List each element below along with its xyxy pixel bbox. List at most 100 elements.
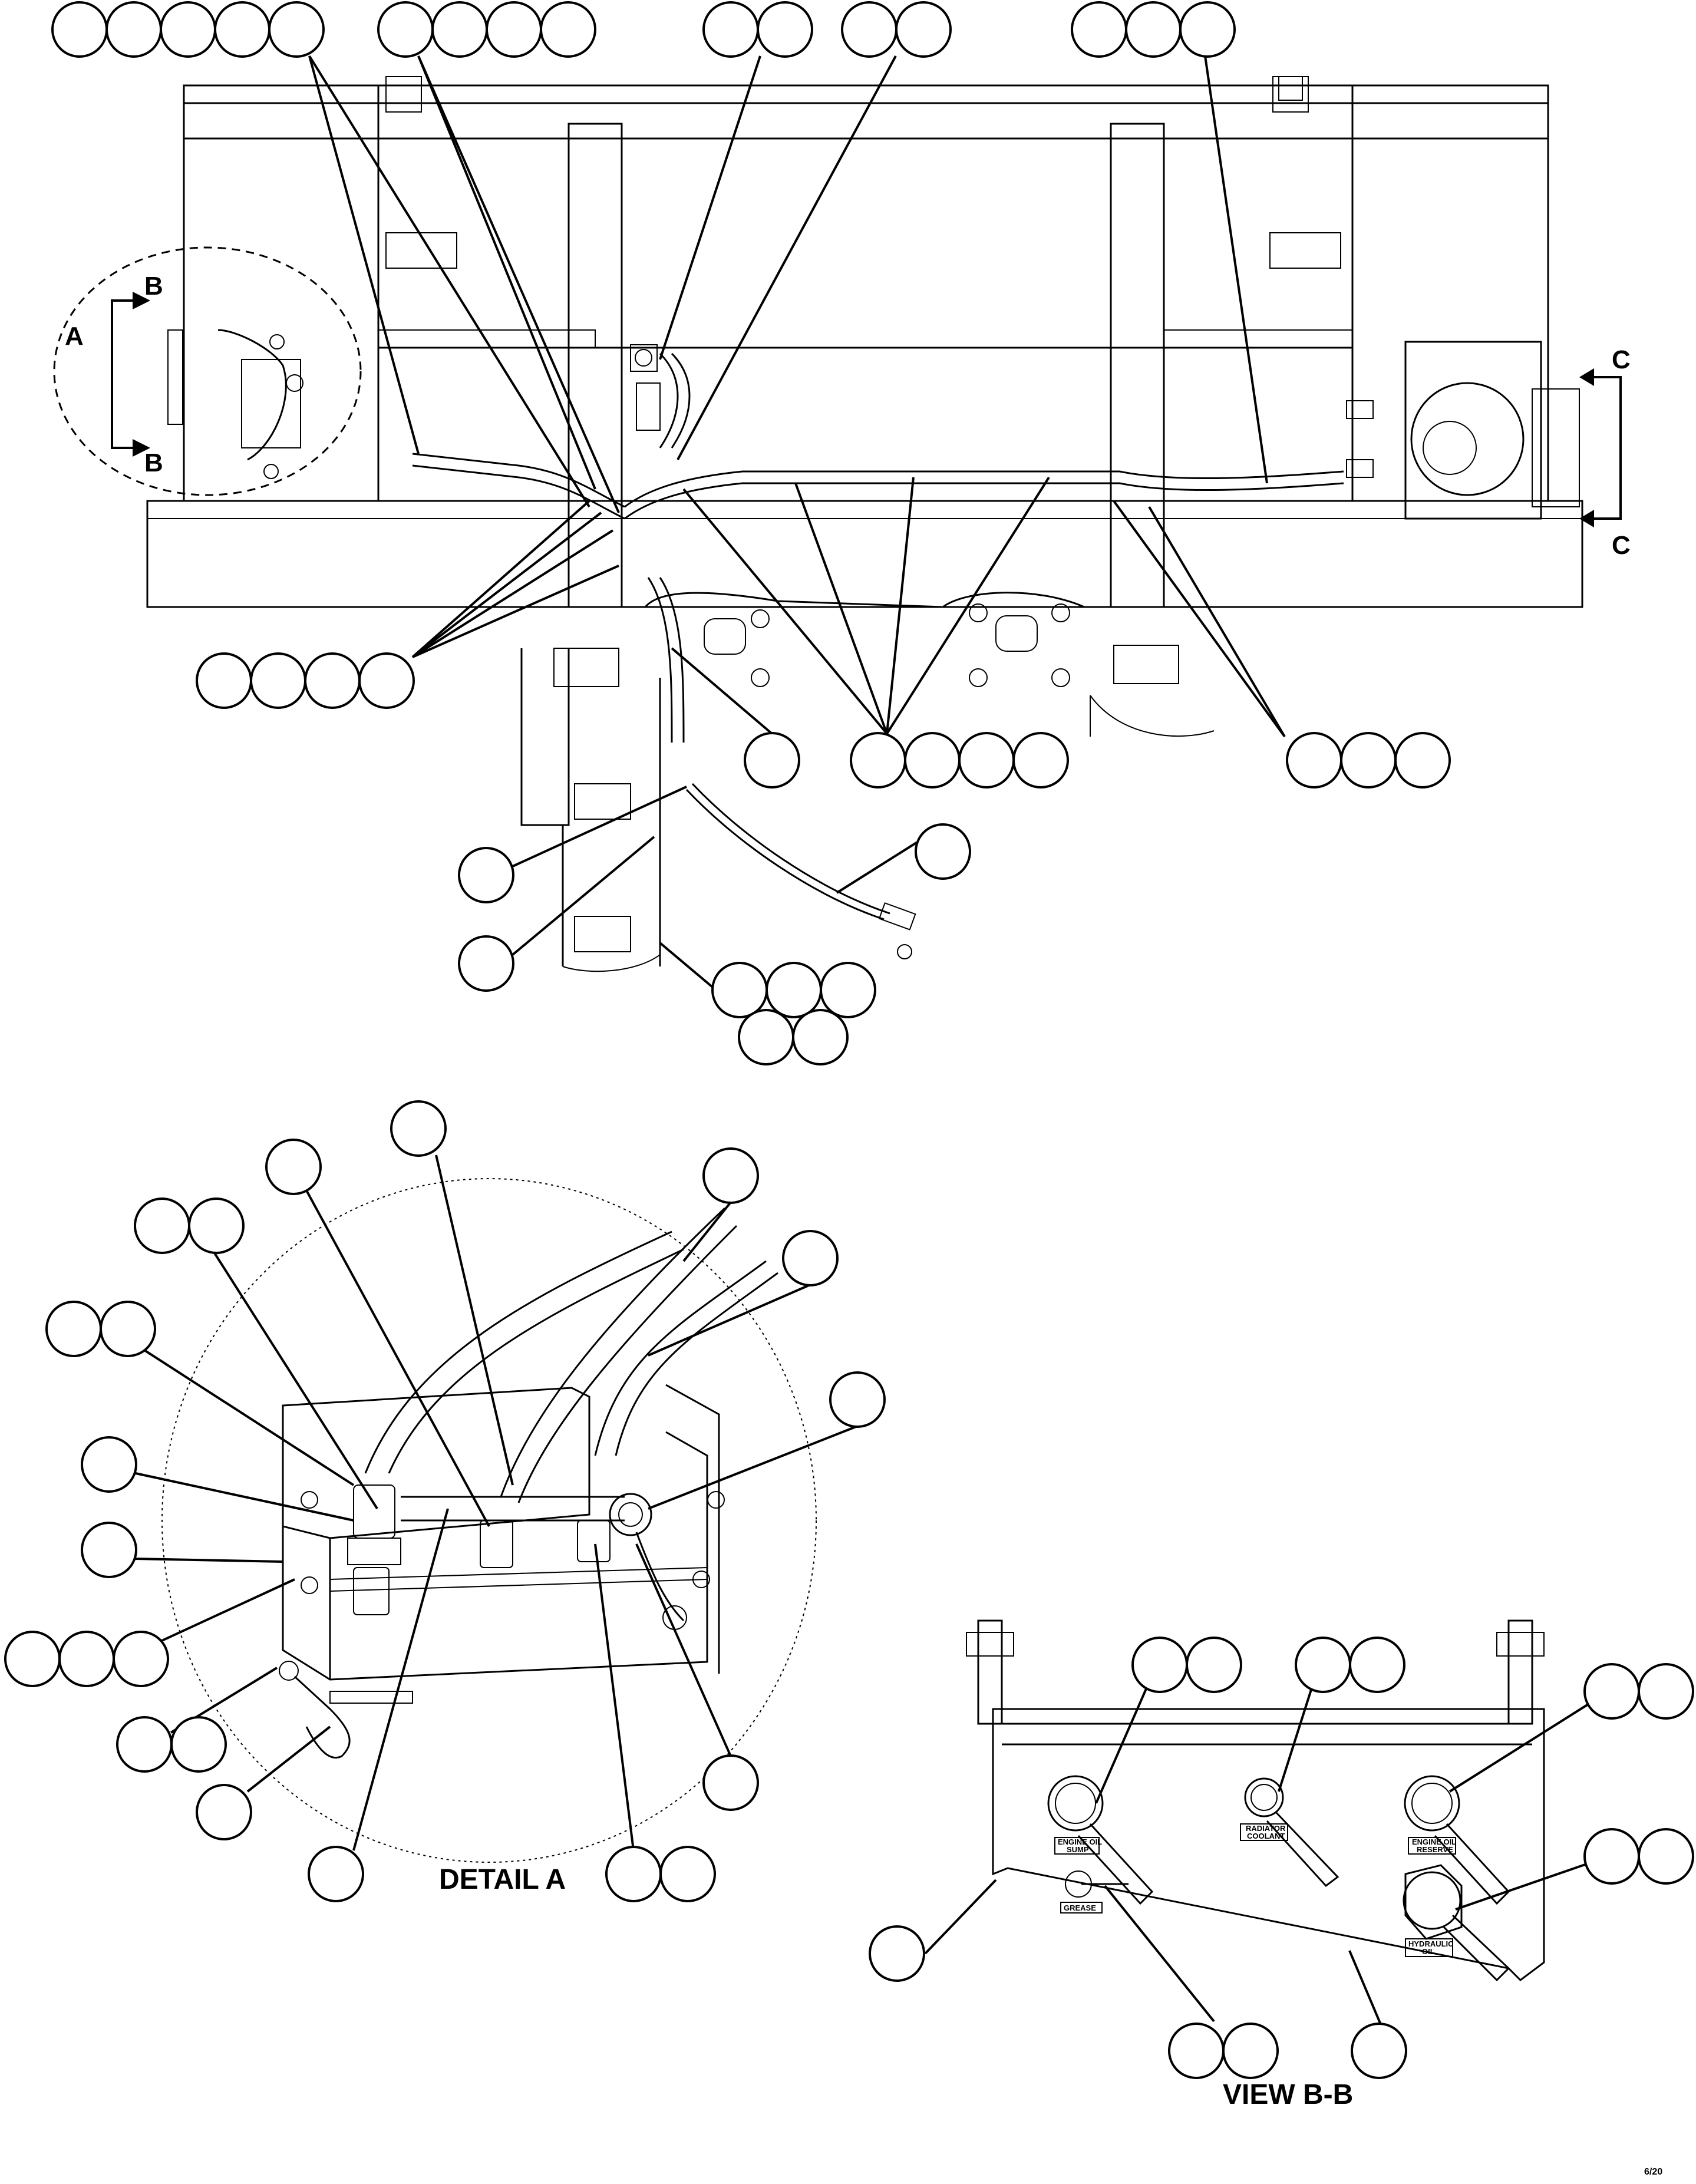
callout-balloon: [829, 1371, 886, 1428]
arrow-left-icon: [1579, 510, 1594, 527]
callout-balloon: [904, 732, 961, 789]
arrow-right-icon: [133, 292, 150, 309]
leader-line: [417, 55, 596, 490]
detail-a-title: DETAIL A: [439, 1864, 566, 1895]
leader-line: [512, 786, 687, 867]
frame-top-view: [53, 76, 1583, 972]
detail-a-view: DETAIL A: [161, 1178, 817, 1895]
leader-line: [886, 476, 1050, 735]
leader-line: [1104, 1885, 1215, 2023]
leader-line: [648, 1284, 811, 1357]
callout-balloon: [1349, 1637, 1405, 1693]
callout-balloon: [377, 1, 434, 58]
leader-line: [128, 1340, 355, 1486]
callout-balloon: [1222, 2023, 1279, 2079]
callout-balloon: [540, 1, 596, 58]
label-engine-oil-reserve-2: RESERVE: [1417, 1845, 1453, 1854]
leader-lines: [128, 55, 1610, 2028]
leader-line: [141, 1578, 295, 1651]
label-radiator-coolant-2: COOLANT: [1247, 1832, 1285, 1840]
leader-line: [1113, 500, 1286, 738]
leader-line: [1448, 1690, 1610, 1793]
callout-balloon: [1179, 1, 1236, 58]
leader-line: [135, 1472, 354, 1522]
section-label-b-top: B: [144, 272, 163, 301]
leader-line: [671, 647, 773, 735]
leader-line: [412, 565, 619, 658]
callout-balloon: [431, 1, 488, 58]
leader-line: [682, 1201, 732, 1262]
drawing-number: 6/20: [1644, 2167, 1662, 2177]
leader-line: [648, 1425, 858, 1510]
detail-label-a: A: [65, 322, 84, 351]
callout-balloon: [458, 935, 514, 992]
callout-balloon: [1351, 2023, 1407, 2079]
callout-balloon: [1186, 1637, 1242, 1693]
callout-balloon: [702, 1147, 759, 1204]
label-grease: GREASE: [1064, 1903, 1096, 1912]
callout-balloon: [265, 1139, 322, 1195]
leader-line: [1348, 1950, 1383, 2028]
label-engine-oil-sump-1: ENGINE OIL: [1058, 1837, 1102, 1846]
callout-balloon: [45, 1301, 102, 1357]
callout-balloon: [841, 1, 898, 58]
callout-balloon: [304, 652, 361, 709]
label-hydraulic-oil-1: HYDRAULIC: [1408, 1939, 1454, 1948]
callout-balloon: [915, 823, 971, 880]
section-label-c-top: C: [1612, 345, 1631, 374]
callout-balloon: [113, 1631, 169, 1687]
callout-balloon: [792, 1009, 849, 1065]
callout-balloon: [58, 1631, 115, 1687]
callout-balloon: [850, 732, 906, 789]
leader-line: [659, 55, 761, 360]
callout-balloon: [1394, 732, 1451, 789]
callout-balloon: [782, 1230, 839, 1286]
callout-balloon: [268, 1, 325, 58]
callout-balloons: [4, 1, 1694, 2079]
label-hydraulic-oil-2: OIL: [1422, 1947, 1435, 1956]
callout-balloon: [869, 1925, 925, 1982]
callout-balloon: [250, 652, 306, 709]
callout-balloon: [100, 1301, 156, 1357]
callout-balloon: [188, 1197, 245, 1254]
callout-balloon: [1168, 2023, 1225, 2079]
callout-balloon: [105, 1, 162, 58]
leader-line: [924, 1879, 997, 1955]
callout-balloon: [160, 1, 216, 58]
callout-balloon: [1638, 1828, 1694, 1885]
callout-balloon: [1131, 1637, 1188, 1693]
callout-balloon: [702, 1754, 759, 1811]
callout-balloon: [308, 1846, 364, 1902]
label-engine-oil-reserve-1: ENGINE OIL: [1412, 1837, 1456, 1846]
label-engine-oil-sump-2: SUMP: [1067, 1845, 1089, 1854]
callout-balloon: [702, 1, 759, 58]
callout-balloon: [81, 1522, 137, 1578]
callout-balloon: [196, 1784, 252, 1840]
leader-line: [352, 1508, 449, 1851]
callout-balloon: [1071, 1, 1127, 58]
leader-line: [682, 488, 888, 735]
callout-balloon: [51, 1, 108, 58]
callout-balloon: [895, 1, 952, 58]
leader-line: [435, 1154, 514, 1486]
leader-line: [308, 55, 590, 508]
callout-balloon: [659, 1846, 716, 1902]
callout-balloon: [757, 1, 813, 58]
callout-balloon: [1125, 1, 1182, 58]
callout-balloon: [1340, 732, 1397, 789]
leader-line: [794, 483, 888, 734]
leader-line: [246, 1726, 331, 1793]
callout-balloon: [1583, 1828, 1640, 1885]
leader-line: [411, 512, 602, 658]
leader-line: [308, 55, 420, 454]
callout-balloon: [605, 1846, 662, 1902]
section-marks: B B A C C: [65, 272, 1631, 560]
callout-balloon: [214, 1, 270, 58]
callout-balloon: [358, 652, 415, 709]
callout-balloon: [196, 652, 252, 709]
callout-balloon: [1286, 732, 1342, 789]
callout-balloon: [4, 1631, 61, 1687]
leader-line: [411, 529, 614, 658]
leader-line: [659, 942, 717, 991]
